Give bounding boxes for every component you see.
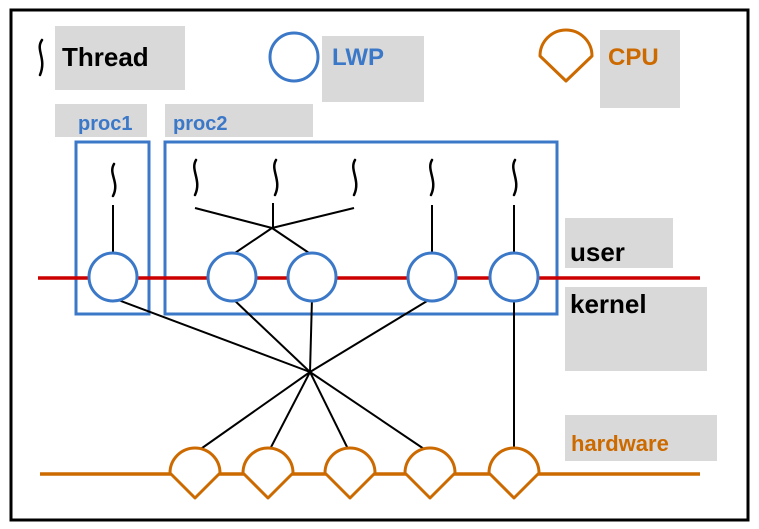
proc1-label-bg <box>55 104 147 137</box>
threads <box>111 158 518 198</box>
proc1-box <box>74 140 151 316</box>
lwp-cpu-connections <box>112 297 515 454</box>
cpu-legend-icon <box>538 28 594 83</box>
thread-icon <box>273 158 279 197</box>
cpu-legend-bg <box>600 30 680 108</box>
lwp-legend-bg <box>322 36 424 102</box>
thread-icon <box>111 162 117 198</box>
lwp-legend-icon <box>268 31 320 83</box>
hardware-layer-label: hardware <box>571 431 669 456</box>
cpu-icon <box>403 446 457 500</box>
cpu-icon <box>241 446 295 500</box>
thread-icon <box>429 158 435 197</box>
user-label-bg <box>565 218 673 268</box>
cpu-icon <box>487 446 541 500</box>
cpu-icon <box>323 446 377 500</box>
user-layer-label: user <box>570 237 625 267</box>
cpus <box>168 446 541 500</box>
thread-icon <box>352 158 358 197</box>
lwp-icon <box>406 251 458 303</box>
proc2-label-bg <box>165 104 313 137</box>
lwps <box>87 251 540 303</box>
lwp-icon <box>206 251 258 303</box>
cpu-legend-label: CPU <box>608 44 659 71</box>
kernel-layer-label: kernel <box>570 289 647 319</box>
cpu-icon <box>168 446 222 500</box>
thread-lwp-connections <box>112 203 515 256</box>
kernel-label-bg <box>565 287 707 371</box>
thread-legend-icon <box>38 38 44 77</box>
lwp-icon <box>286 251 338 303</box>
thread-icon <box>512 158 518 197</box>
hardware-label-bg <box>565 415 717 461</box>
proc2-box <box>163 140 559 316</box>
proc2-label: proc2 <box>173 113 227 135</box>
lwp-icon <box>87 251 139 303</box>
thread-legend-label: Thread <box>62 42 149 72</box>
lwp-legend-label: LWP <box>332 44 384 71</box>
diagram-frame <box>9 8 750 522</box>
thread-icon <box>193 158 199 197</box>
thread-legend-bg <box>55 26 185 90</box>
lwp-icon <box>488 251 540 303</box>
proc1-label: proc1 <box>78 113 132 135</box>
